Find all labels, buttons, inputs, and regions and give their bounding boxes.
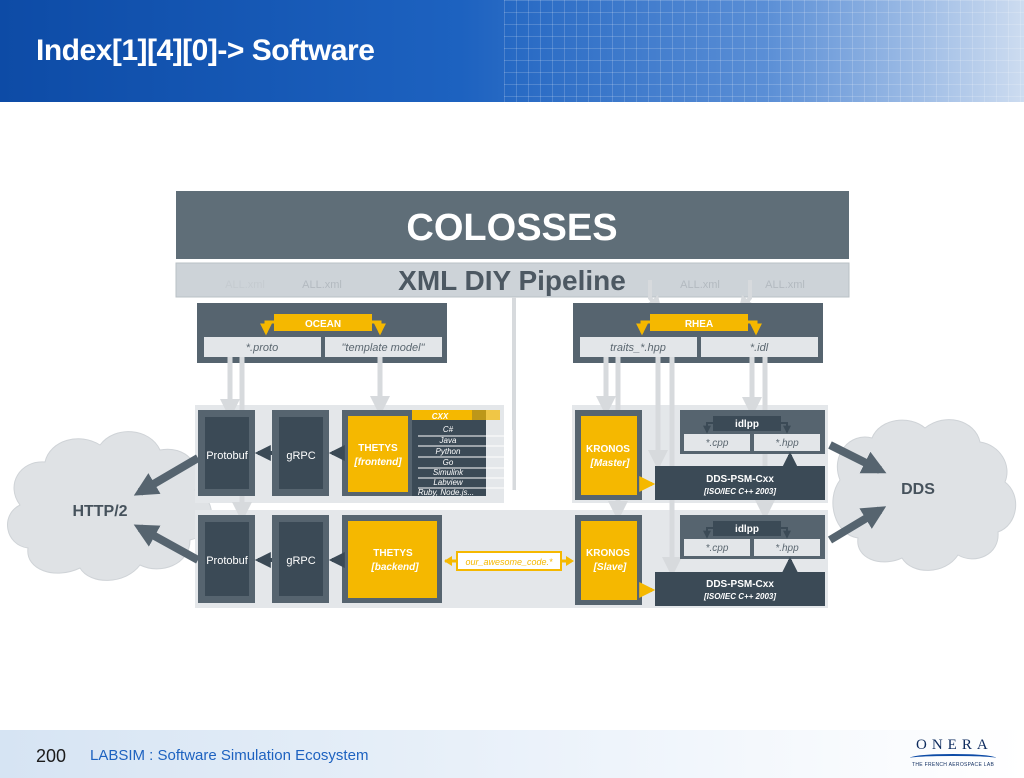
header-grid-pattern <box>504 0 1024 102</box>
top-idlpp-label: idlpp <box>735 419 759 430</box>
page-number: 200 <box>36 746 67 766</box>
lang-item: Labview <box>433 478 464 487</box>
lang-item: Simulink <box>433 468 464 477</box>
dds-cloud: DDS <box>832 419 1017 571</box>
faded-label-1: ALL.xml <box>302 279 342 291</box>
bottom-idlpp-badge <box>713 521 781 536</box>
rhea-panel: RHEA traits_*.hpp *.idl <box>573 303 823 363</box>
ocean-panel: OCEAN *.proto "template model" <box>197 303 447 363</box>
top-kronos-label: KRONOS <box>586 444 630 455</box>
top-hpp: *.hpp <box>775 438 799 449</box>
lang-item: C# <box>443 425 454 434</box>
slide-header: Index[1][4][0]-> Software <box>0 0 1024 102</box>
lang-item: Go <box>443 458 454 467</box>
http-label: HTTP/2 <box>72 503 127 520</box>
rhea-label: RHEA <box>685 319 713 330</box>
bottom-idlpp-label: idlpp <box>735 524 759 535</box>
lang-cxx-badge <box>412 410 472 420</box>
top-kronos: KRONOS [Master] <box>575 410 642 500</box>
lang-item: Java <box>439 436 457 445</box>
bottom-kronos-label: KRONOS <box>586 548 630 559</box>
rhea-badge <box>650 314 748 331</box>
top-idlpp-badge <box>713 416 781 431</box>
bottom-protobuf-label: Protobuf <box>206 555 249 567</box>
bottom-hpp: *.hpp <box>775 543 799 554</box>
top-grpc-label: gRPC <box>286 450 315 462</box>
footer-text: LABSIM : Software Simulation Ecosystem <box>90 747 369 764</box>
http-cloud: HTTP/2 <box>7 431 212 581</box>
logo-arc <box>910 754 996 762</box>
colosses-banner <box>176 191 849 259</box>
bottom-thetys-role: [backend] <box>370 562 419 573</box>
ocean-template-box <box>325 337 442 357</box>
code-link-label: our_awesome_code.* <box>465 557 553 567</box>
faded-label-3: ALL.xml <box>765 279 805 291</box>
slide-footer: 200 LABSIM : Software Simulation Ecosyst… <box>0 730 1024 778</box>
slide-title: Index[1][4][0]-> Software <box>36 34 375 67</box>
rhea-traits-box <box>580 337 697 357</box>
top-thetys-label: THETYS <box>358 443 398 454</box>
bottom-idlpp-panel: idlpp *.cpp *.hpp <box>680 515 825 559</box>
faded-label-4: ALL.xml <box>225 279 265 291</box>
bottom-dds-psm: DDS-PSM-Cxx [ISO/IEC C++ 2003] <box>655 572 825 606</box>
top-dds-psm-label: DDS-PSM-Cxx <box>706 474 774 485</box>
bottom-protobuf: Protobuf <box>198 515 255 603</box>
ocean-label: OCEAN <box>305 319 341 330</box>
top-thetys-role: [frontend] <box>353 457 402 468</box>
ocean-badge <box>274 314 372 331</box>
rhea-idl-box <box>701 337 818 357</box>
top-cpp: *.cpp <box>706 438 729 449</box>
bottom-kronos: KRONOS [Slave] <box>575 515 642 605</box>
ocean-proto: *.proto <box>246 342 278 354</box>
ocean-template: "template model" <box>341 342 425 354</box>
top-kronos-role: [Master] <box>590 458 631 469</box>
pipeline-bar <box>175 262 850 298</box>
top-protobuf-label: Protobuf <box>206 450 249 462</box>
cloud-arrows <box>133 441 887 564</box>
bottom-thetys-label: THETYS <box>373 548 413 559</box>
ocean-proto-box <box>204 337 321 357</box>
rhea-traits: traits_*.hpp <box>610 342 666 354</box>
faded-label-2: ALL.xml <box>680 279 720 291</box>
lang-item: Python <box>436 447 461 456</box>
bottom-iso-label: [ISO/IEC C++ 2003] <box>703 592 776 601</box>
bottom-grpc-label: gRPC <box>286 555 315 567</box>
top-grpc: gRPC <box>272 410 329 496</box>
bottom-cpp: *.cpp <box>706 543 729 554</box>
pipeline-label: XML DIY Pipeline <box>398 265 626 296</box>
top-dds-psm: DDS-PSM-Cxx [ISO/IEC C++ 2003] <box>655 466 825 500</box>
bottom-grpc: gRPC <box>272 515 329 603</box>
bottom-dds-psm-label: DDS-PSM-Cxx <box>706 579 774 590</box>
code-link: our_awesome_code.* <box>444 551 574 571</box>
lang-item: CXX <box>432 412 449 421</box>
bottom-kronos-role: [Slave] <box>593 562 627 573</box>
bottom-thetys: THETYS [backend] <box>342 515 442 603</box>
logo-wordmark: ONERA <box>916 737 993 753</box>
onera-logo: ONERA THE FRENCH AEROSPACE LAB <box>900 735 1010 775</box>
top-iso-label: [ISO/IEC C++ 2003] <box>703 487 776 496</box>
dds-label: DDS <box>901 481 935 498</box>
top-idlpp-panel: idlpp *.cpp *.hpp <box>680 410 825 454</box>
language-stack: CXX C# Java Python Go Simulink Labview R… <box>412 410 513 497</box>
top-thetys: THETYS [frontend] <box>342 410 412 496</box>
logo-tagline: THE FRENCH AEROSPACE LAB <box>912 762 995 768</box>
colosses-label: COLOSSES <box>406 207 617 249</box>
top-protobuf: Protobuf <box>198 410 255 496</box>
rhea-idl: *.idl <box>750 342 769 354</box>
lang-item: Ruby, Node.js... <box>418 488 474 497</box>
